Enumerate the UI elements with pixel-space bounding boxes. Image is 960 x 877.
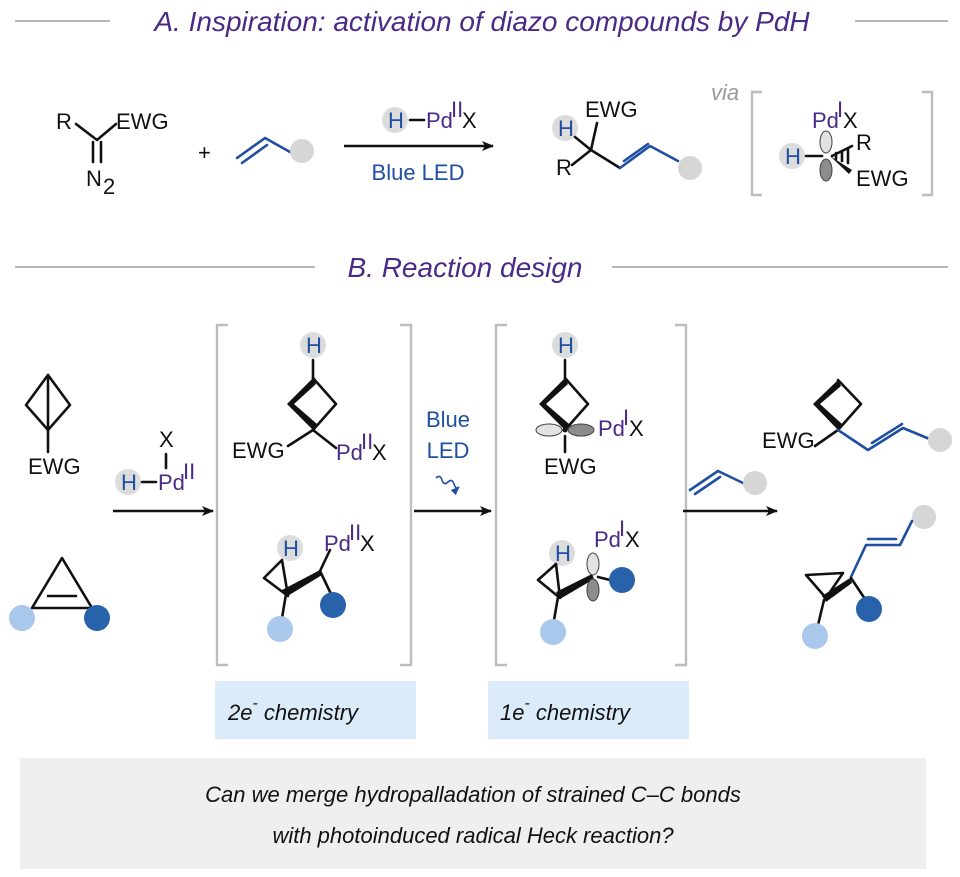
reagent-h-label: H — [121, 470, 137, 495]
header-b: B. Reaction design — [347, 252, 582, 283]
question-line-2: with photoinduced radical Heck reaction? — [272, 823, 674, 848]
diazo-n-subscript: 2 — [103, 174, 115, 199]
via-pd-label: Pd — [812, 108, 839, 133]
product-a-h: H — [558, 116, 574, 141]
plus-sign: + — [198, 140, 211, 165]
via-x-label: X — [843, 108, 858, 133]
product-b1-gray-dot — [928, 428, 952, 452]
arrow-hydropalladation: X H Pd II — [113, 427, 214, 516]
pdh-h-label: H — [388, 108, 404, 133]
cyclopropene-light-blue-dot — [9, 605, 35, 631]
int2-h-label: H — [283, 536, 299, 561]
intermediates-2e: H EWG Pd II X H Pd — [215, 323, 413, 667]
gray-substituent-dot — [290, 139, 314, 163]
product-b2-dark-blue-dot — [856, 596, 882, 622]
blue-led-label-a: Blue LED — [372, 160, 465, 185]
int2-dark-blue-dot — [320, 592, 346, 618]
product-b2-gray-dot — [912, 505, 936, 529]
reagent-pd-ox-state: II — [183, 459, 195, 484]
section-a: A. Inspiration: activation of diazo comp… — [15, 6, 948, 199]
question-line-1: Can we merge hydropalladation of straine… — [205, 782, 741, 807]
arrow-heck — [683, 469, 778, 516]
int4-h-label: H — [555, 541, 571, 566]
question-box: Can we merge hydropalladation of straine… — [20, 758, 926, 869]
via-ewg-label: EWG — [856, 166, 909, 191]
pdh-x-label: X — [462, 108, 477, 133]
int2-light-blue-dot — [267, 616, 293, 642]
via-r-label: R — [856, 130, 872, 155]
int4-x-label: X — [625, 527, 640, 552]
diazo-n-label: N — [86, 166, 102, 191]
int4-pd-ox-state: I — [619, 516, 625, 541]
blue-label: Blue — [426, 407, 470, 432]
box-1e-label: 1e- chemistry — [500, 695, 632, 725]
product-b2-light-blue-dot — [802, 623, 828, 649]
product-a-ewg: EWG — [585, 97, 638, 122]
led-label: LED — [427, 438, 470, 463]
reagent-pd-label: Pd — [158, 470, 185, 495]
product-a-r: R — [556, 155, 572, 180]
int1-h-label: H — [306, 333, 322, 358]
int2-pd-label: Pd — [324, 531, 351, 556]
bicyclobutane-substrate: EWG — [24, 373, 81, 479]
cyclopropyl-pd-ii-intermediate: H Pd II X — [262, 520, 375, 642]
int2-x-label: X — [360, 531, 375, 556]
diazo-compound: R EWG N 2 — [56, 109, 169, 199]
int1-x-label: X — [372, 440, 387, 465]
cyclopropene-dark-blue-dot — [84, 605, 110, 631]
diazo-r-label: R — [56, 109, 72, 134]
cyclopropene-substrate — [9, 556, 110, 631]
bcb-radical-intermediate: H EWG Pd I X — [535, 332, 644, 479]
section-b: B. Reaction design EWG X H Pd II — [9, 252, 952, 869]
int4-pd-label: Pd — [594, 527, 621, 552]
product-a: EWG H R — [552, 97, 702, 180]
light-wave-icon — [435, 475, 460, 496]
via-pd-ox-state: I — [837, 97, 843, 122]
int3-pd-label: Pd — [598, 416, 625, 441]
alkene-reagent — [235, 136, 314, 165]
arrow-blue-led: Blue LED — [414, 407, 492, 516]
cyclopropyl-radical-intermediate: Pd I X H — [536, 516, 640, 645]
int1-ewg-label: EWG — [232, 438, 285, 463]
via-intermediate: via Pd I X H R EWG — [711, 80, 934, 197]
product-cyclopropyl-alkene — [802, 505, 936, 649]
int1-pd-label: Pd — [336, 440, 363, 465]
arrow-alkene-gray-dot — [743, 471, 767, 495]
box-2e-label: 2e- chemistry — [227, 695, 360, 725]
bcb-ewg-label: EWG — [28, 454, 81, 479]
intermediates-1e: H EWG Pd I X Pd I X H — [494, 323, 688, 667]
product-bcb-alkene: EWG — [762, 378, 952, 453]
int4-dark-blue-dot — [609, 567, 635, 593]
diazo-ewg-label: EWG — [116, 109, 169, 134]
via-label: via — [711, 80, 739, 105]
int2-pd-ox-state: II — [349, 520, 361, 545]
int4-light-blue-dot — [540, 619, 566, 645]
reagent-x-label: X — [159, 427, 174, 452]
via-h-label: H — [785, 144, 801, 169]
box-1e-chemistry: 1e- chemistry — [488, 681, 689, 739]
bcb-pd-ii-intermediate: H EWG Pd II X — [232, 332, 387, 465]
int3-ewg-label: EWG — [544, 454, 597, 479]
product-b1-ewg: EWG — [762, 428, 815, 453]
box-2e-chemistry: 2e- chemistry — [215, 681, 416, 739]
arrow-a: H Pd II X Blue LED — [344, 97, 494, 185]
pdh-pd-ox-state: II — [451, 97, 463, 122]
product-a-gray-dot — [678, 156, 702, 180]
int3-pd-ox-state: I — [623, 405, 629, 430]
int3-x-label: X — [629, 416, 644, 441]
pdh-pd-label: Pd — [426, 108, 453, 133]
int1-pd-ox-state: II — [361, 429, 373, 454]
int3-h-label: H — [558, 333, 574, 358]
header-a: A. Inspiration: activation of diazo comp… — [152, 6, 810, 37]
